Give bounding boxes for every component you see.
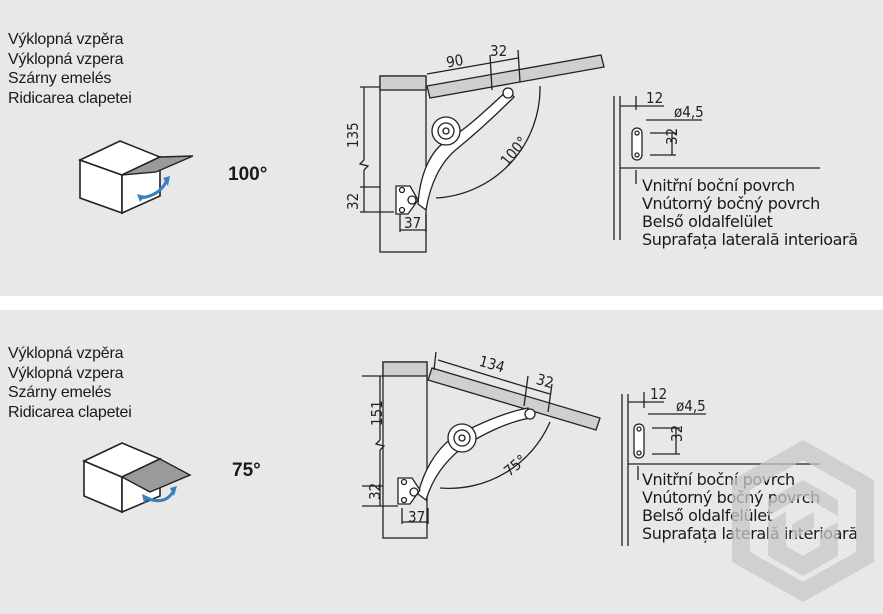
dim-a: 90 — [445, 51, 465, 72]
dim-e: 37 — [408, 508, 425, 526]
dim-c: 135 — [344, 122, 362, 148]
product-name-hu: Szárny emelés — [8, 384, 112, 401]
surface-label-hu: Belső oldalfelület — [642, 212, 773, 231]
product-names: Výklopná vzpěra Výklopná vzpera Szárny e… — [8, 30, 132, 108]
rotation-arrow-icon — [142, 486, 177, 503]
dim-h: 32 — [668, 425, 686, 442]
dim-f: 12 — [650, 385, 667, 403]
dim-b: 32 — [490, 42, 507, 60]
rotation-arrow-icon — [137, 176, 170, 202]
dim-c: 151 — [368, 400, 386, 426]
surface-label-cz: Vnitřní boční povrch — [642, 176, 795, 195]
surface-labels: Vnitřní boční povrch Vnútorný bočný povr… — [642, 177, 858, 249]
logo-watermark-icon — [732, 440, 874, 602]
dim-f: 12 — [646, 89, 663, 107]
opening-angle: 75° — [232, 460, 261, 481]
dim-arc: 75° — [500, 451, 530, 480]
surface-label-sk: Vnútorný bočný povrch — [642, 194, 820, 213]
dim-d: 32 — [366, 483, 384, 500]
dim-arc: 100° — [497, 133, 532, 169]
dim-e: 37 — [404, 214, 421, 232]
cabinet-box-icon — [77, 140, 194, 215]
opening-angle: 100° — [228, 164, 268, 185]
product-name-sk: Výklopná vzpera — [8, 50, 124, 68]
surface-label-ro: Suprafața laterală interioară — [642, 230, 858, 249]
product-name-hu: Szárny emelés — [8, 70, 112, 87]
cabinet-box-icon — [82, 442, 192, 514]
product-name-ro: Ridicarea clapetei — [8, 403, 132, 421]
mechanism-drawing: 90 32 135 32 37 100° 12 ø4,5 32 — [344, 42, 820, 253]
dim-g: ø4,5 — [676, 397, 706, 415]
variant-panel-75: Výklopná vzpěra Výklopná vzpera Szárny e… — [0, 310, 883, 614]
dim-d: 32 — [344, 193, 362, 210]
product-name-cz: Výklopná vzpěra — [8, 345, 124, 362]
dim-g: ø4,5 — [674, 103, 704, 121]
product-name-cz: Výklopná vzpěra — [8, 31, 124, 48]
mechanism-drawing: 134 32 151 32 37 75° 12 ø4,5 32 — [362, 351, 820, 546]
dim-h: 32 — [663, 128, 681, 145]
product-name-ro: Ridicarea clapetei — [8, 89, 132, 107]
product-names: Výklopná vzpěra Výklopná vzpera Szárny e… — [8, 344, 132, 422]
dim-b: 32 — [534, 370, 555, 392]
product-name-sk: Výklopná vzpera — [8, 364, 124, 382]
variant-panel-100: Výklopná vzpěra Výklopná vzpera Szárny e… — [0, 0, 883, 296]
